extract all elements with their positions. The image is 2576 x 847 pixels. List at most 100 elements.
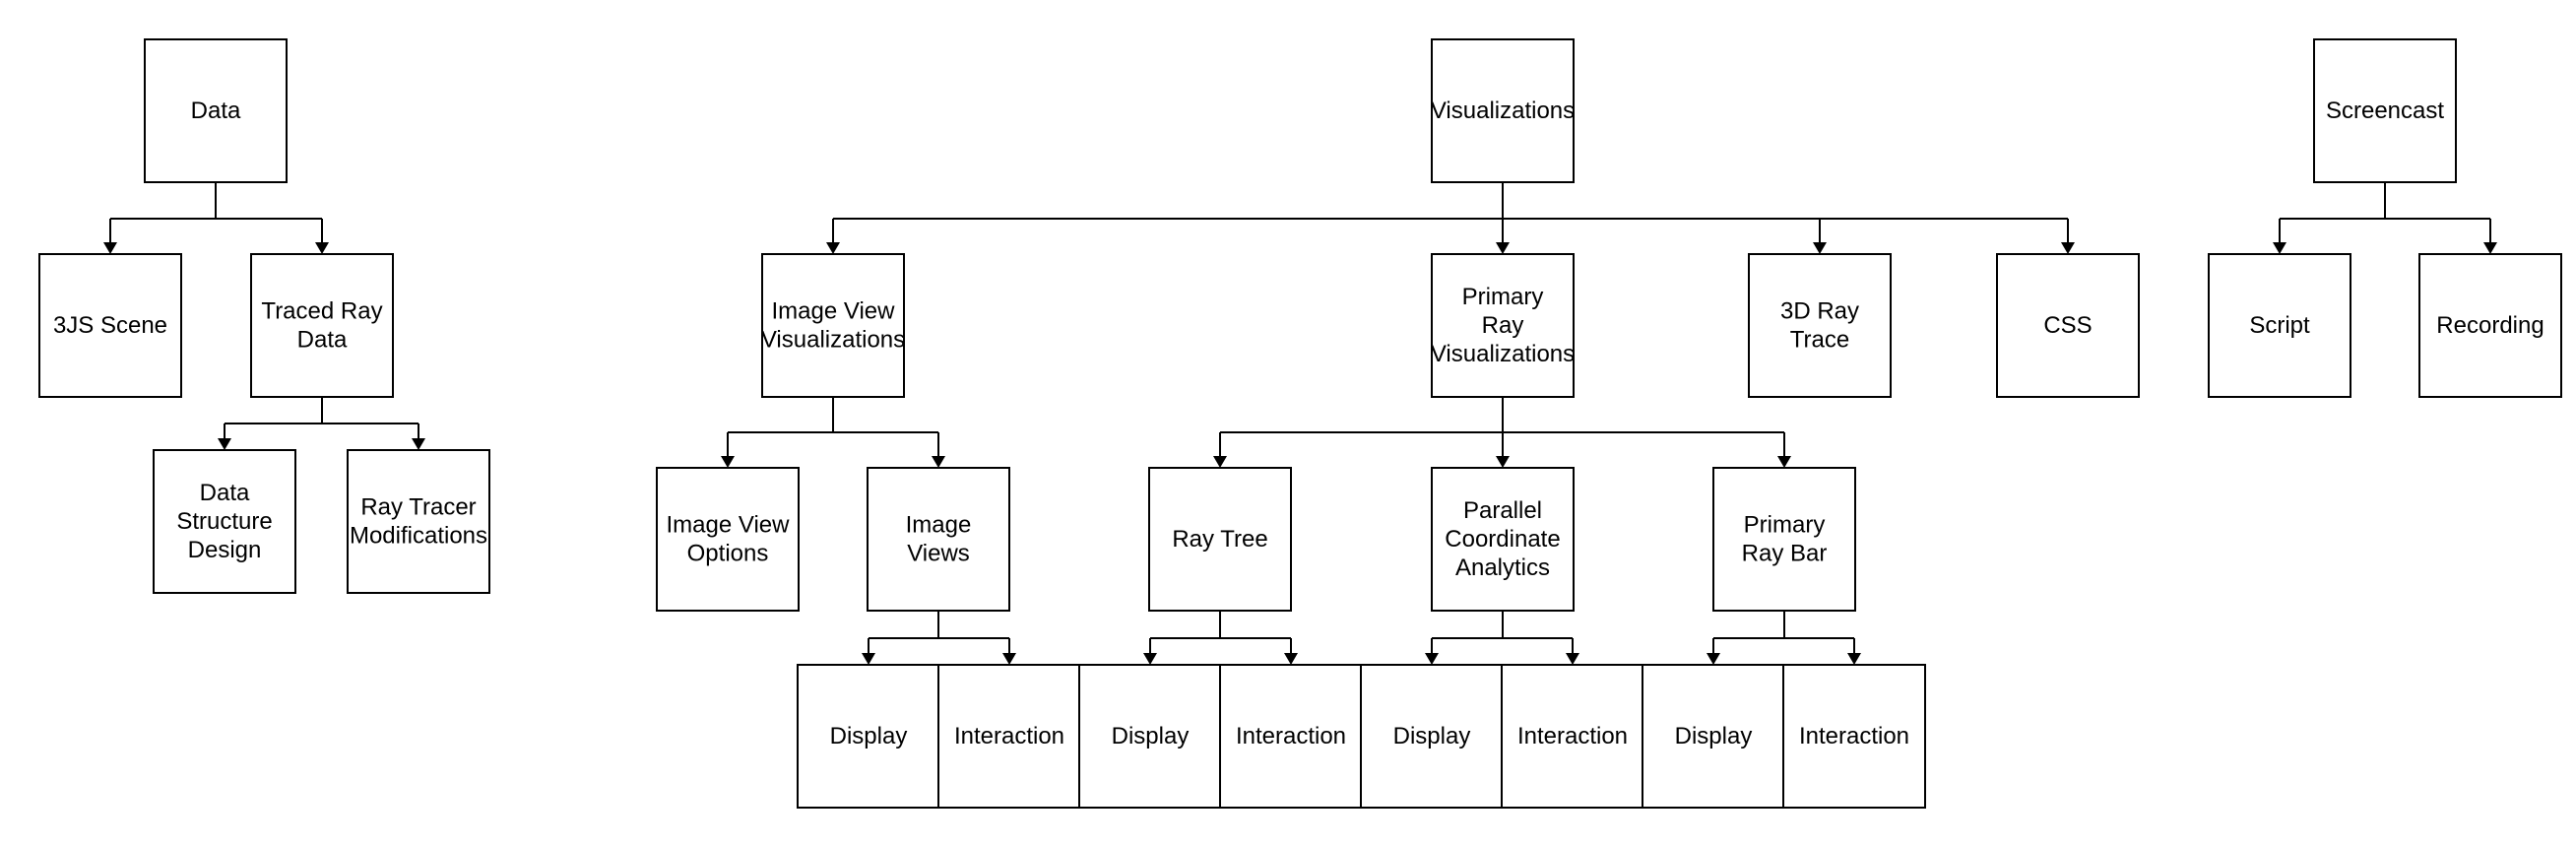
node-recording: Recording [2418,253,2562,398]
arrowhead [1284,653,1298,665]
connector-image-view-visualizations [721,397,945,468]
node-label: Ray Bar [1742,541,1828,567]
node-label: Structure [176,508,272,535]
arrowhead [2273,242,2286,254]
arrowhead [2483,242,2497,254]
node-label: Design [188,537,262,563]
node-label: Options [687,541,769,567]
node-label: Primary [1744,512,1826,539]
node-label: Screencast [2326,98,2444,124]
arrowhead [721,456,735,468]
node-box [1431,467,1575,612]
node-label: Parallel [1463,497,1542,524]
node-box [153,449,296,594]
node-label: Data [200,480,250,506]
node-image-views-display: Display [797,664,940,809]
node-label: Trace [1790,327,1849,354]
node-label: 3D Ray [1780,298,1859,325]
node-box [656,467,800,612]
node-label: Data [297,327,348,354]
arrowhead [862,653,875,665]
node-image-views-interaction: Interaction [937,664,1081,809]
connector-image-views [862,611,1016,665]
arrowhead [103,242,117,254]
arrowhead [1813,242,1827,254]
node-box [1996,253,2140,398]
connector-visualizations [826,182,2075,254]
node-label: Interaction [1517,723,1628,749]
node-label: Interaction [1236,723,1346,749]
connector-ray-tree [1143,611,1298,665]
node-label: Coordinate [1445,526,1560,553]
connector-parallel-coordinate-analytics [1425,611,1579,665]
node-parallel-coordinate-display: Display [1360,664,1504,809]
connectors-layer [103,182,2497,665]
arrowhead [1496,242,1510,254]
arrowhead [1847,653,1861,665]
node-box [144,38,288,183]
node-screencast: Screencast [2313,38,2457,183]
node-label: Data [191,98,241,124]
arrowhead [1002,653,1016,665]
node-box [38,253,182,398]
node-box [1501,664,1644,809]
arrowhead [218,438,231,450]
node-primary-ray-bar-interaction: Interaction [1782,664,1926,809]
arrowhead [1496,456,1510,468]
node-box [1782,664,1926,809]
node-box [761,253,905,398]
node-box [347,449,490,594]
node-box [797,664,940,809]
node-script: Script [2208,253,2351,398]
node-box [1712,467,1856,612]
node-box [2208,253,2351,398]
node-label: Ray Tree [1172,526,1267,553]
node-label: Visualizations [761,327,905,354]
arrowhead [826,242,840,254]
node-label: Ray Tracer [360,494,476,521]
node-box [250,253,394,398]
node-parallel-coordinate-interaction: Interaction [1501,664,1644,809]
node-box [2313,38,2457,183]
node-label: Display [1393,723,1471,749]
node-css: CSS [1996,253,2140,398]
node-box [867,467,1010,612]
arrowhead [1213,456,1227,468]
connector-screencast [2273,182,2497,254]
arrowhead [1425,653,1439,665]
node-visualizations: Visualizations [1431,38,1575,183]
node-label: Interaction [954,723,1064,749]
node-label: CSS [2043,312,2092,339]
node-label: Display [1675,723,1753,749]
node-box [1748,253,1892,398]
node-box [1431,253,1575,398]
arrowhead [412,438,425,450]
arrowhead [1143,653,1157,665]
node-box [1642,664,1785,809]
node-threejs-scene: 3JS Scene [38,253,182,398]
node-label: Image View [772,298,896,325]
node-box [1078,664,1222,809]
node-label: Traced Ray [261,298,382,325]
node-box [1431,38,1575,183]
node-data: Data [144,38,288,183]
connector-primary-ray-visualizations [1213,397,1791,468]
node-ray-tree-display: Display [1078,664,1222,809]
arrowhead [1707,653,1720,665]
arrowhead [932,456,945,468]
node-label: Image View [667,512,791,539]
node-primary-ray-bar-display: Display [1642,664,1785,809]
node-label: Recording [2436,312,2544,339]
node-label: Display [830,723,908,749]
node-label: Modifications [350,523,487,550]
node-label: Script [2249,312,2310,339]
